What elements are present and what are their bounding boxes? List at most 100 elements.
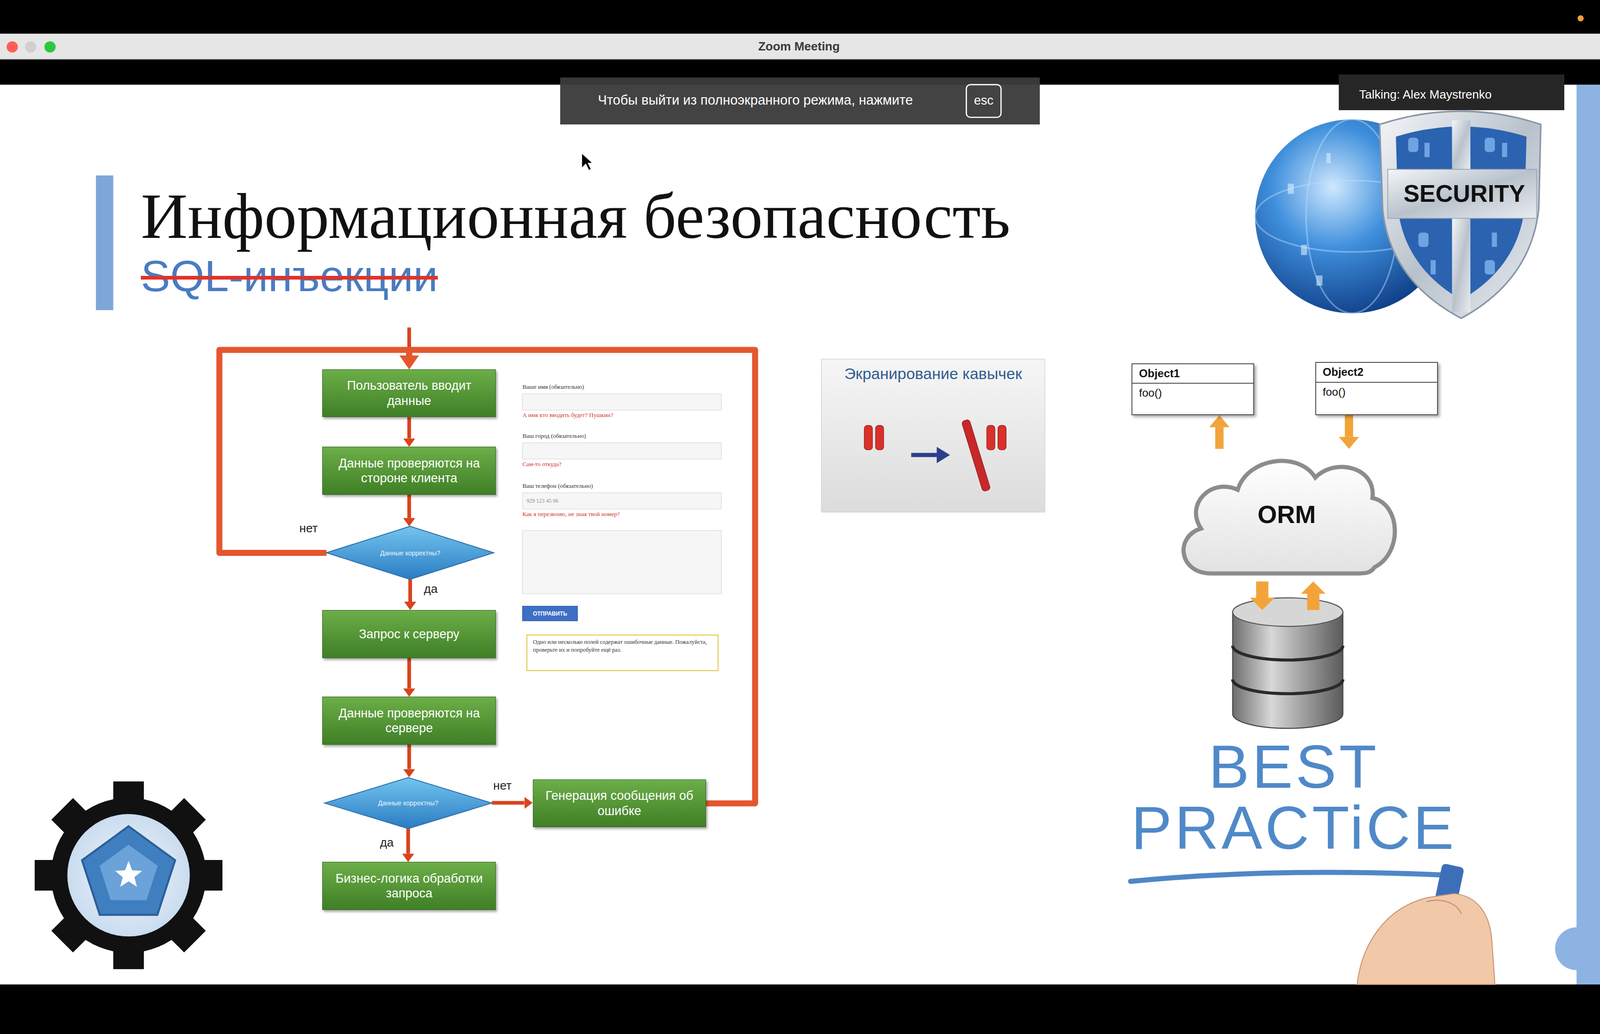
label-holder: BEST PRACTiCE xyxy=(1120,736,1468,859)
slide-graphic xyxy=(911,453,939,458)
node-text: Object1 xyxy=(1132,364,1253,385)
node-text: Генерация сообщения об ошибке xyxy=(539,788,700,819)
node-body-text: foo() xyxy=(1316,382,1437,402)
flow-arrow xyxy=(1215,427,1224,450)
edge-label: да xyxy=(422,582,439,595)
node-text: Запрос к серверу xyxy=(358,626,460,642)
process-box: Данные проверяются на стороне клиента xyxy=(322,446,496,495)
flow-arrow xyxy=(408,579,413,602)
form-field-label: Ваш телефон (обязательно) xyxy=(522,482,593,489)
slide-graphic xyxy=(1232,679,1344,694)
node-text: Данные проверяются на сервере xyxy=(329,706,489,737)
form-mockup xyxy=(522,393,722,594)
slide-graphic xyxy=(1300,244,1307,256)
node-text: Данные корректны? xyxy=(380,549,441,557)
slide-graphic xyxy=(1232,598,1344,627)
slide-graphic xyxy=(1326,153,1331,164)
block-arrow xyxy=(1300,581,1326,611)
form-error-note: А имя кто вводить будет? Пушкин? xyxy=(522,412,613,419)
label-holder: Сам-то откуда? xyxy=(522,461,562,468)
slide-graphic xyxy=(1491,232,1497,248)
edge-label: нет xyxy=(491,779,513,792)
slide-graphic xyxy=(67,814,190,937)
label-holder: 929 123 45 06 xyxy=(526,498,559,504)
slide-graphic xyxy=(81,826,175,915)
form-error-note: Сам-то откуда? xyxy=(522,461,562,468)
label-holder: Ваше имя (обязательно) xyxy=(522,383,584,390)
best-practice-text: BEST PRACTiCE xyxy=(1120,736,1468,859)
process-box: Данные проверяются на сервере xyxy=(322,696,496,745)
flow-arrow xyxy=(1344,415,1354,438)
node-text: Пользователь вводит данные xyxy=(329,378,489,409)
orm-cloud: ORM xyxy=(1170,449,1404,580)
database-symbol xyxy=(1232,598,1344,729)
node-text: Данные проверяются на стороне клиента xyxy=(329,456,489,487)
struck-subtitle: SQL-инъекции xyxy=(140,254,438,299)
label-holder: SECURITY xyxy=(1389,181,1539,206)
label-holder: Zoom Meeting xyxy=(696,40,901,53)
edge-label-holder: да xyxy=(422,582,439,595)
process-box: Пользователь вводит данные xyxy=(322,369,496,418)
slide-graphic xyxy=(114,861,143,888)
slide-edge-dot xyxy=(1555,927,1599,971)
close-button xyxy=(6,41,18,53)
label-holder: esc xyxy=(966,94,1001,107)
slide-graphic xyxy=(1484,260,1495,275)
slide-graphic xyxy=(1451,218,1471,313)
slide-edge-strip xyxy=(1576,84,1600,985)
slide-graphic xyxy=(998,425,1007,450)
speaker-indicator: Talking: Alex Maystrenko xyxy=(1359,88,1492,101)
process-box: Бизнес-логика обработки запроса xyxy=(322,862,496,911)
process-box: Генерация сообщения об ошибке xyxy=(532,779,707,828)
window-title: Zoom Meeting xyxy=(696,40,901,53)
node-text: ORM xyxy=(1257,500,1316,529)
flow-arrow xyxy=(407,744,412,770)
slide-title: Информационная безопасность xyxy=(140,183,1011,249)
label-holder: Ваш телефон (обязательно) xyxy=(522,482,593,489)
decision-diamond: Данные корректны? xyxy=(326,526,494,580)
logo-gear xyxy=(34,781,223,970)
node-text: Одно или несколько полей содержат ошибоч… xyxy=(532,638,712,655)
node-body-text: foo() xyxy=(1132,383,1253,403)
marker-underline xyxy=(1130,872,1450,882)
entry-arrowhead xyxy=(403,356,416,370)
key-label: esc xyxy=(966,94,1001,107)
title-accent-bar xyxy=(95,175,113,311)
slide-graphic xyxy=(522,393,722,411)
edge-label-holder: нет xyxy=(298,522,320,535)
speaker-banner xyxy=(1338,74,1565,111)
edge-label: нет xyxy=(298,522,320,535)
slide-graphic xyxy=(821,359,1045,513)
flow-arrow xyxy=(491,801,525,806)
slide-graphic xyxy=(1451,120,1471,170)
edge-label: да xyxy=(378,836,396,849)
slide-ground xyxy=(0,84,1600,985)
label-holder: Talking: Alex Maystrenko xyxy=(1359,88,1492,101)
form-field-label: Ваше имя (обязательно) xyxy=(522,383,584,390)
security-emblem xyxy=(1255,111,1541,319)
block-arrow xyxy=(1250,581,1275,611)
slide-graphic xyxy=(1424,143,1430,158)
error-message-box: Одно или несколько полей содержат ошибоч… xyxy=(526,634,719,672)
slide-graphic xyxy=(1418,232,1429,248)
slide-graphic xyxy=(864,425,873,450)
form-error-note: Как я перезвоню, не зная твой номер? xyxy=(522,511,620,518)
process-box: Запрос к серверу xyxy=(322,610,496,659)
slide-graphic xyxy=(522,493,722,510)
minimize-button xyxy=(25,41,37,53)
slide-graphic xyxy=(1501,143,1507,158)
edge-label-holder: нет xyxy=(491,779,513,792)
slide-graphic xyxy=(1232,645,1344,661)
class-box: Object1foo() xyxy=(1131,363,1254,416)
edge-label-holder: да xyxy=(378,836,396,849)
diamond-shape xyxy=(324,777,492,829)
hand-with-marker xyxy=(1356,863,1495,985)
key-cap xyxy=(966,84,1001,118)
flow-arrow xyxy=(407,417,412,439)
slide-graphic xyxy=(1232,612,1344,729)
slide-graphic xyxy=(875,425,884,450)
node-text: Экранирование кавычек xyxy=(821,364,1045,383)
